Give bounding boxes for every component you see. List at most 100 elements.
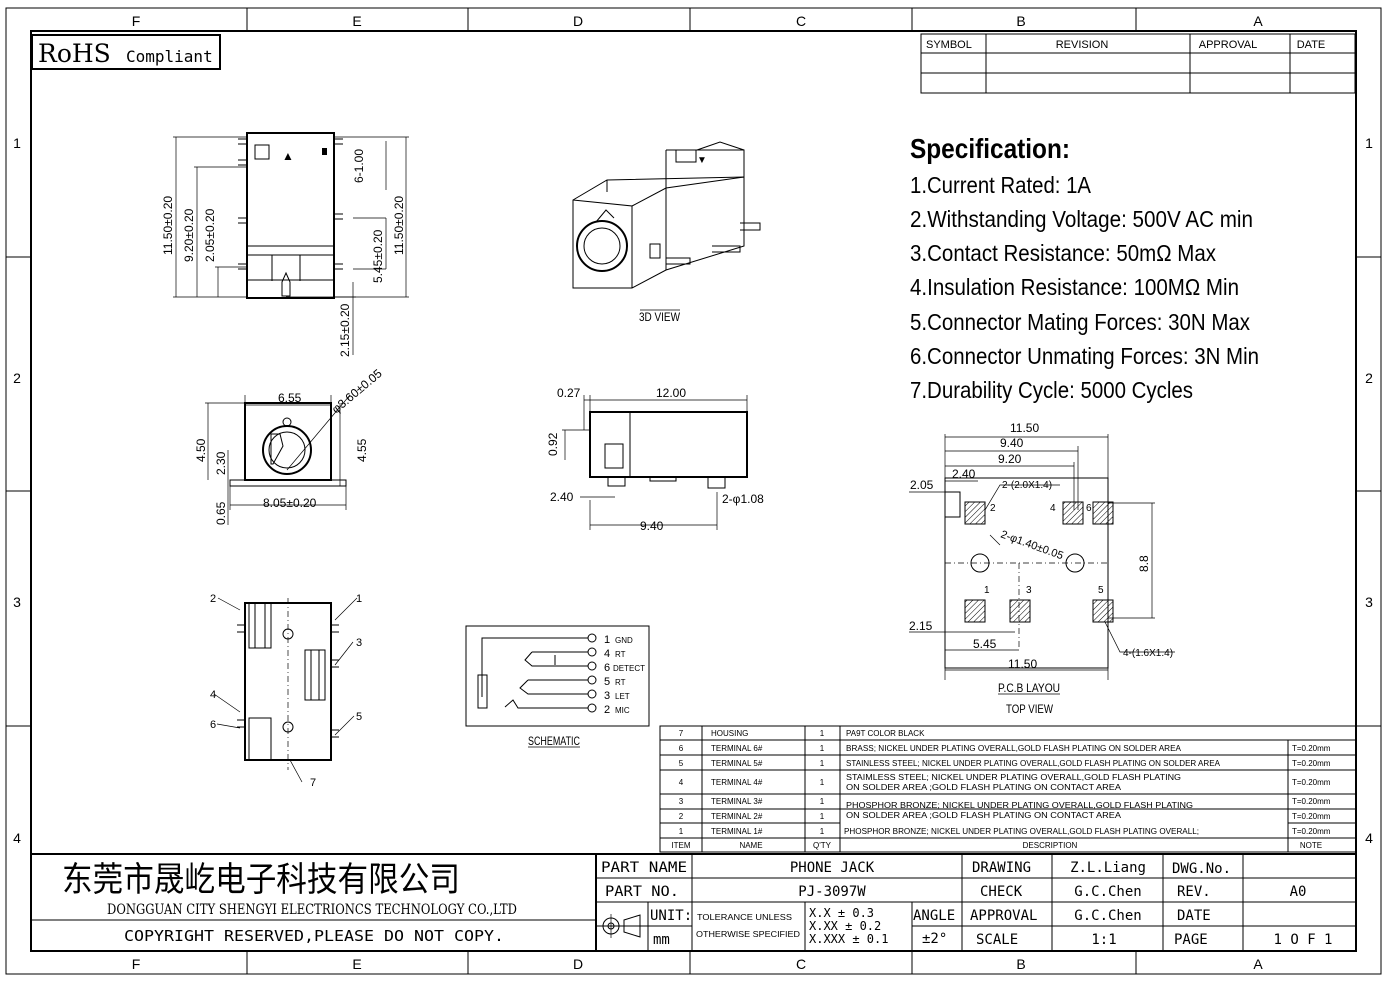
bom-table: 7 HOUSING 1 PA9T COLOR BLACK 6 TERMINAL … (659, 725, 1357, 853)
bom-desc: ON SOLDER AREA ;GOLD FLASH PLATING ON CO… (846, 783, 1122, 792)
schem-pin-name: RT (615, 650, 626, 659)
svg-text:▲: ▲ (282, 149, 294, 163)
col-label: C (796, 13, 806, 29)
bom-note: T=0.20mm (1292, 797, 1331, 806)
bom-header-name: NAME (739, 841, 762, 850)
dim-label: 2.40 (550, 490, 574, 504)
pad-number: 4 (1050, 503, 1056, 514)
col-label: B (1016, 13, 1025, 29)
top-view-drawing: ▲ 11.50±0.20 9.20±0.20 2.05±0.20 6-1.00 … (161, 132, 409, 357)
row-label: 3 (13, 594, 21, 610)
tb-label: SCALE (976, 932, 1018, 948)
view-label-schematic: SCHEMATIC (528, 734, 580, 748)
tb-label: CHECK (980, 884, 1023, 900)
dim-label: 4-(1.6X1.4) (1123, 648, 1173, 659)
bom-item: 6 (679, 744, 684, 753)
tb-label: PART NO. (605, 884, 679, 900)
column-labels-bottom: F E D C B A (132, 956, 1264, 972)
col-label: F (132, 13, 141, 29)
tb-label: UNIT: (650, 908, 692, 924)
dim-label: 2-φ1.08 (722, 492, 764, 506)
bottom-view-drawing: 2 1 3 4 5 6 7 (210, 593, 362, 789)
bom-item: 7 (679, 729, 684, 738)
bom-qty: 1 (820, 744, 825, 753)
schematic-drawing: 1 GND 4 RT 6 DETECT 5 RT 3 LET 2 MIC SCH… (465, 625, 650, 748)
row-label: 1 (1365, 135, 1373, 151)
schem-pin-num: 1 (604, 634, 610, 646)
pin-label: 3 (356, 637, 362, 649)
bom-name: TERMINAL 6# (711, 744, 763, 753)
row-label: 2 (1365, 370, 1373, 386)
bom-item: 4 (679, 778, 684, 787)
view-label-pcb: P.C.B LAYOU (998, 681, 1060, 695)
spec-item: 1.Current Rated: 1A (910, 172, 1092, 198)
dim-label: 12.00 (656, 386, 686, 400)
col-label: B (1016, 956, 1025, 972)
part-number: PJ-3097W (798, 884, 866, 900)
dim-label: 11.50±0.20 (392, 196, 406, 255)
bom-header-note: NOTE (1300, 841, 1322, 850)
tb-label: DRAWING (972, 860, 1031, 876)
tb-label: APPROVAL (970, 908, 1037, 924)
approved-by: G.C.Chen (1074, 908, 1141, 924)
bom-item: 5 (679, 759, 684, 768)
spec-item: 3.Contact Resistance: 50mΩ Max (910, 240, 1216, 266)
bom-name: TERMINAL 5# (711, 759, 763, 768)
drawn-by: Z.L.Liang (1070, 860, 1146, 876)
dim-label: 9.40 (640, 519, 664, 533)
bom-item: 1 (679, 827, 684, 836)
pad-number: 1 (984, 585, 990, 596)
bom-desc: ON SOLDER AREA ;GOLD FLASH PLATING ON CO… (846, 811, 1122, 820)
third-angle-projection-icon (600, 914, 644, 938)
schem-pin-num: 6 (604, 662, 610, 674)
bom-desc: PHOSPHOR BRONZE; NICKEL UNDER PLATING OV… (846, 801, 1193, 810)
dim-label: 4.55 (355, 438, 369, 462)
schem-pin-num: 4 (604, 648, 610, 660)
bom-desc: PHOSPHOR BRONZE; NICKEL UNDER PLATING OV… (844, 827, 1199, 836)
copyright-notice: COPYRIGHT RESERVED,PLEASE DO NOT COPY. (124, 927, 504, 945)
col-label: D (573, 956, 583, 972)
dim-label: 2.40 (952, 467, 976, 481)
pin-label: 4 (210, 689, 216, 701)
column-labels-top: F E D C B A (132, 13, 1264, 29)
dim-label: 5.45 (973, 637, 997, 651)
dim-label: 9.20 (998, 452, 1022, 466)
bom-name: TERMINAL 1# (711, 827, 763, 836)
col-label: E (352, 956, 361, 972)
pad-number: 3 (1026, 585, 1032, 596)
bom-item: 3 (679, 797, 684, 806)
spec-item: 7.Durability Cycle: 5000 Cycles (910, 377, 1193, 403)
dim-label: 2.30 (214, 451, 228, 475)
tb-label: ANGLE (913, 908, 955, 924)
schem-pin-name: GND (615, 636, 633, 645)
part-name: PHONE JACK (790, 860, 875, 876)
title-block: 东莞市晟屹电子科技有限公司 DONGGUAN CITY SHENGYI ELEC… (31, 853, 1356, 951)
view-label-3d: 3D VIEW (639, 310, 681, 324)
angle-value: ±2° (922, 931, 947, 947)
unit-value: mm (653, 932, 670, 948)
revision-table: SYMBOL REVISION APPROVAL DATE (920, 33, 1356, 94)
dim-label: 9.40 (1000, 436, 1024, 450)
dim-label: 11.50 (1008, 657, 1037, 671)
bom-qty: 1 (820, 729, 825, 738)
rev-header-date: DATE (1297, 39, 1326, 51)
specification: Specification: 1.Current Rated: 1A 2.Wit… (910, 133, 1259, 403)
dim-label: 11.50±0.20 (161, 196, 175, 255)
dim-label: φ3.60±0.05 (329, 366, 385, 416)
schem-pin-name: LET (615, 692, 630, 701)
tb-label: OTHERWISE SPECIFIED (696, 929, 800, 939)
dim-label: 4.50 (194, 438, 208, 462)
pin-label: 1 (356, 593, 362, 605)
rev-header-symbol: SYMBOL (926, 39, 972, 51)
rev-header-approval: APPROVAL (1199, 39, 1258, 51)
schem-pin-num: 3 (604, 690, 610, 702)
sheet-frame (5, 7, 1382, 975)
schem-pin-num: 2 (604, 704, 610, 716)
schem-pin-name: MIC (615, 706, 630, 715)
spec-item: 2.Withstanding Voltage: 500V AC min (910, 206, 1253, 232)
spec-item: 4.Insulation Resistance: 100MΩ Min (910, 274, 1239, 300)
side-view-drawing: 0.27 12.00 0.92 2.40 2-φ1.08 9.40 (546, 386, 764, 533)
bom-name: TERMINAL 2# (711, 812, 763, 821)
bom-qty: 1 (820, 778, 825, 787)
